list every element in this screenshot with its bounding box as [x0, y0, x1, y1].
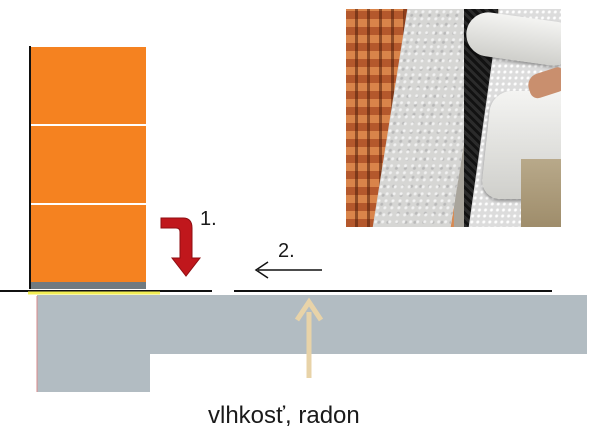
concrete-slab [37, 295, 587, 392]
insulation-photo [346, 9, 561, 227]
caption-moisture-radon: vlhkosť, radon [208, 402, 360, 429]
step-1-label: 1. [200, 208, 217, 230]
brick-top [31, 47, 146, 124]
brick-middle [31, 126, 146, 203]
arrow-left-icon [254, 261, 269, 279]
step-2-label: 2. [278, 240, 295, 262]
arrow-up-icon [294, 297, 324, 322]
brick-bottom [31, 205, 146, 282]
arrow-down-icon [160, 217, 202, 277]
wall-base-strip [31, 282, 146, 289]
photo-ground [521, 159, 561, 227]
